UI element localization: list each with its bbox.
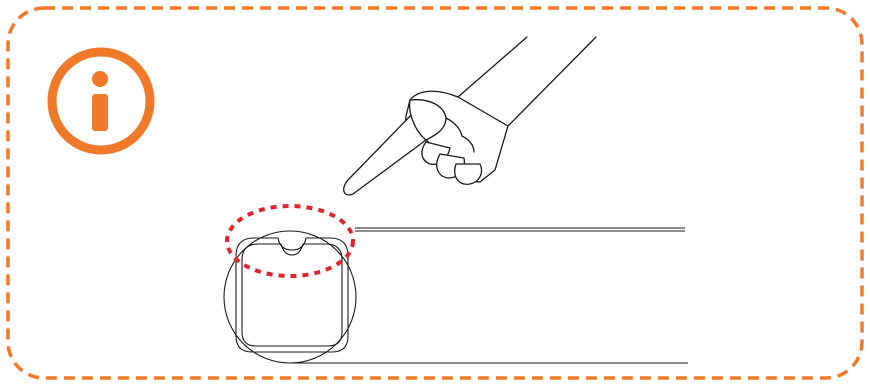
hand-curled-finger [454,163,483,185]
info-icon-stem [92,94,108,131]
pointing-hand-icon [343,36,597,196]
roller-profile [223,227,688,364]
highlight-ellipse [225,204,355,278]
info-icon [47,47,155,155]
hand-knuckle-line [445,117,463,137]
callout-border [6,6,864,380]
hand-knuckle-line [461,135,475,153]
profile-outer-square [235,237,349,353]
info-icon-ring [47,47,155,155]
profile-end-circle [223,230,357,364]
hand-wrist-line [507,36,597,127]
hand-thumb [408,99,447,141]
info-icon-dot [92,71,108,87]
profile-inner-square [241,243,343,347]
hand-wrist-line [457,36,528,98]
